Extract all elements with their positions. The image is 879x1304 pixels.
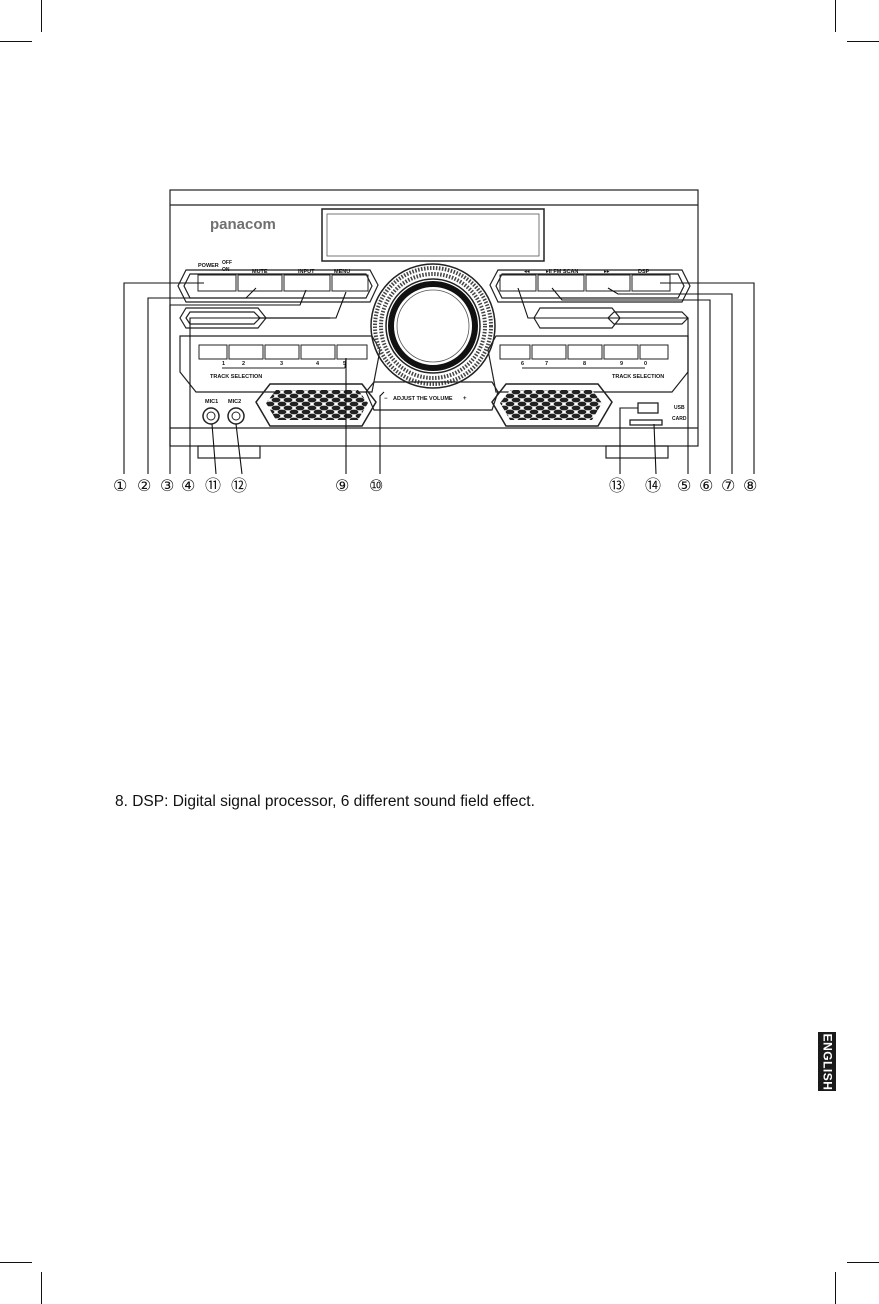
prev-label: ◂◂ (524, 269, 530, 275)
svg-text:1: 1 (222, 361, 225, 367)
track-button-1[interactable] (199, 345, 227, 359)
power-label: POWER (198, 263, 219, 269)
svg-text:0: 0 (644, 361, 647, 367)
svg-text:3: 3 (280, 361, 283, 367)
svg-text:9: 9 (620, 361, 623, 367)
volume-plus: + (463, 396, 467, 402)
crop-mark-bottom-left-h (0, 1262, 32, 1263)
left-track-numbers: 1 2 3 4 5 (222, 361, 346, 367)
callout-12: ⑫ (231, 477, 247, 495)
callout-4: ④ (181, 478, 195, 495)
play-scan-button[interactable] (538, 275, 584, 291)
track-button-0[interactable] (640, 345, 668, 359)
brand-logo: panacom (210, 216, 276, 233)
callout-1: ① (113, 478, 127, 495)
right-track-numbers: 6 7 8 9 0 (521, 361, 647, 367)
right-button-row (500, 275, 670, 291)
left-control-bay (178, 270, 380, 392)
track-button-7[interactable] (532, 345, 566, 359)
callout-7: ⑦ (721, 478, 735, 495)
svg-text:8: 8 (583, 361, 586, 367)
card-label: CARD (672, 416, 687, 422)
track-button-3[interactable] (265, 345, 299, 359)
callout-5: ⑤ (677, 478, 691, 495)
dsp-description: 8. DSP: Digital signal processor, 6 diff… (115, 793, 535, 811)
track-button-8[interactable] (568, 345, 602, 359)
track-button-5[interactable] (337, 345, 367, 359)
mic1-jack[interactable] (203, 408, 219, 424)
mic2-label: MIC2 (228, 399, 241, 405)
callout-numbers: ① ② ③ ④ ⑪ ⑫ ⑨ ⑩ ⑬ ⑭ ⑤ ⑥ ⑦ ⑧ (113, 477, 757, 495)
front-panel-diagram: panacom POWER OFF ON MUTE INPUT MENU 1 2… (0, 0, 879, 520)
callout-6: ⑥ (699, 478, 713, 495)
mute-button[interactable] (238, 275, 282, 291)
track-button-2[interactable] (229, 345, 263, 359)
svg-text:6: 6 (521, 361, 524, 367)
callout-2: ② (137, 478, 151, 495)
language-tab-label: ENGLISH (820, 1033, 834, 1090)
callout-3: ③ (160, 478, 174, 495)
svg-text:2: 2 (242, 361, 245, 367)
left-button-row (198, 275, 368, 291)
volume-minus: − (384, 396, 388, 402)
input-label: INPUT (298, 269, 315, 275)
track-button-9[interactable] (604, 345, 638, 359)
usb-port[interactable] (638, 403, 658, 413)
language-tab: ENGLISH (818, 1032, 836, 1091)
track-selection-label-right: TRACK SELECTION (612, 374, 664, 380)
mic2-jack[interactable] (228, 408, 244, 424)
usb-label: USB (674, 405, 685, 411)
callout-8: ⑧ (743, 478, 757, 495)
callout-9: ⑨ (335, 478, 349, 495)
track-button-4[interactable] (301, 345, 335, 359)
display-window (322, 209, 544, 261)
callout-11: ⑪ (205, 477, 221, 495)
power-off-label: OFF (222, 260, 232, 266)
input-button[interactable] (284, 275, 330, 291)
crop-mark-bottom-left-v (41, 1272, 42, 1304)
dsp-label: DSP (638, 269, 650, 275)
crop-mark-bottom-right-v (835, 1272, 836, 1304)
svg-text:4: 4 (316, 361, 320, 367)
svg-text:7: 7 (545, 361, 548, 367)
callout-13: ⑬ (609, 477, 625, 495)
menu-label: MENU (334, 269, 350, 275)
callout-14: ⑭ (645, 477, 661, 495)
volume-knob[interactable] (371, 264, 495, 388)
mute-label: MUTE (252, 269, 268, 275)
track-button-6[interactable] (500, 345, 530, 359)
mic1-label: MIC1 (205, 399, 218, 405)
play-scan-label: ▸II FM SCAN (546, 269, 578, 275)
volume-label: ADJUST THE VOLUME (393, 396, 453, 402)
menu-button[interactable] (332, 275, 368, 291)
next-label: ▸▸ (604, 269, 610, 275)
card-slot[interactable] (630, 420, 662, 425)
callout-10: ⑩ (369, 478, 383, 495)
track-selection-label-left: TRACK SELECTION (210, 374, 262, 380)
crop-mark-bottom-right-h (847, 1262, 879, 1263)
power-on-label: ON (222, 267, 230, 273)
